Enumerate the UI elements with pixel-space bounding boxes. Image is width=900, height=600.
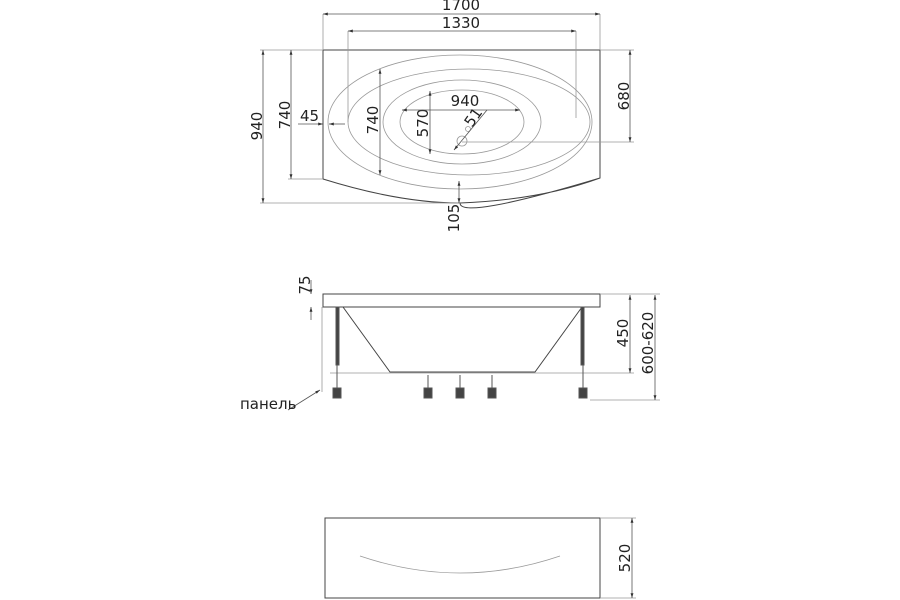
dim-51	[453, 109, 488, 151]
overflow-icon	[465, 126, 471, 132]
dim-740-side-label: 740	[276, 101, 294, 130]
dim-1700-label: 1700	[442, 0, 480, 14]
dim-680-label: 680	[615, 82, 633, 111]
panel-leader	[287, 389, 321, 411]
dim-520-label: 520	[616, 544, 634, 573]
drain-icon	[456, 135, 468, 147]
dim-45-label: 45	[300, 107, 319, 125]
side-view: 75 450 600-620 панель	[240, 275, 660, 413]
inner-ellipse	[382, 79, 542, 165]
panel-label: панель	[240, 395, 296, 413]
tub-rim	[322, 293, 601, 308]
bottom-ellipse	[399, 89, 525, 155]
dim-570-label: 570	[414, 109, 432, 138]
dim-940-label: 940	[248, 112, 266, 141]
front-view: 520	[324, 517, 636, 599]
dim-940-bottom-label: 940	[451, 92, 480, 110]
dim-740-bowl-label: 740	[364, 106, 382, 135]
dim-1330-label: 1330	[442, 14, 480, 32]
tub-body	[342, 306, 583, 373]
panel-curve	[359, 555, 561, 574]
front-panel	[324, 517, 601, 599]
dim-450-label: 450	[614, 319, 632, 348]
dim-600-620-label: 600-620	[639, 312, 657, 375]
dim-75-label: 75	[296, 275, 314, 294]
dim-105-label: 105	[445, 204, 463, 233]
top-view: 1700 1330 940 740 45 740 570 940 51 680 …	[248, 0, 634, 232]
leg-supports	[332, 306, 588, 399]
